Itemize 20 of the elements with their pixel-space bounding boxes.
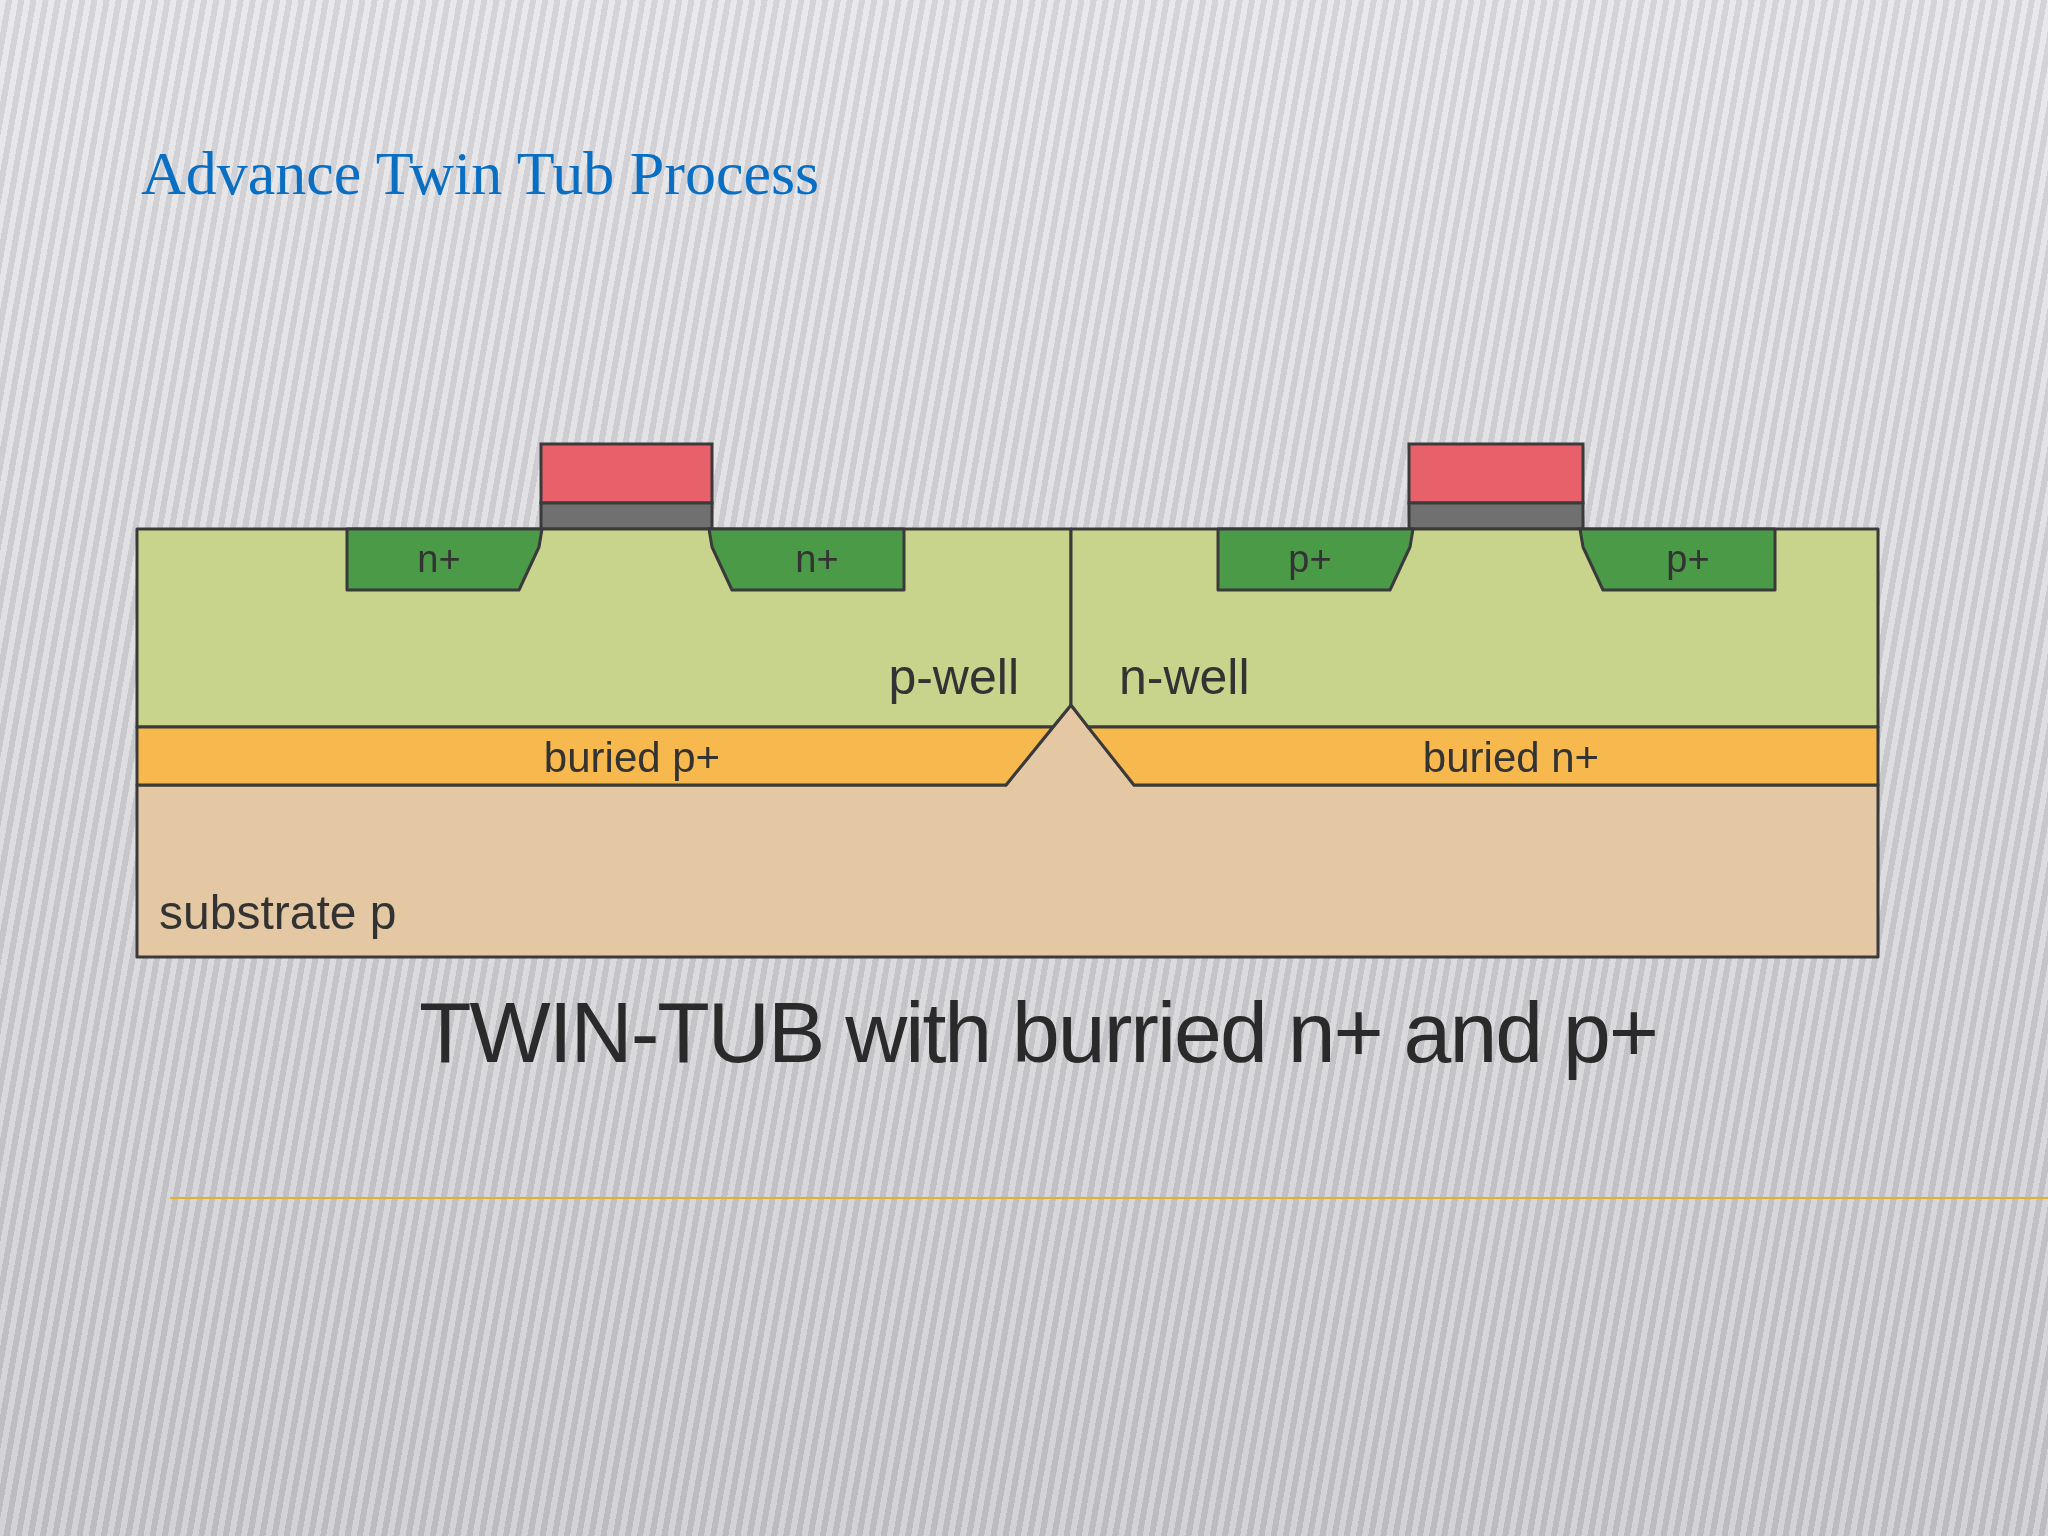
figure-caption: TWIN-TUB with burried n+ and p+ <box>419 982 1657 1082</box>
region-label: buried p+ <box>543 737 721 779</box>
p-plus-region <box>1580 529 1775 590</box>
slide-title: Advance Twin Tub Process <box>141 138 820 209</box>
region-label: n+ <box>417 540 461 578</box>
region-label: p-well <box>888 652 1019 702</box>
n-plus-region <box>709 529 904 590</box>
substrate-region <box>137 705 1878 957</box>
p-plus-region <box>1218 529 1413 590</box>
n-plus-region <box>347 529 542 590</box>
p-well-region <box>137 529 1071 727</box>
region-label: n+ <box>795 540 839 578</box>
region-label: p+ <box>1666 540 1710 578</box>
buried-layer <box>1088 727 1878 785</box>
region-label: substrate p <box>159 889 397 937</box>
region-label: p+ <box>1288 540 1332 578</box>
region-label: buried n+ <box>1422 737 1600 779</box>
region-label: n-well <box>1119 652 1250 702</box>
buried-layer <box>137 727 1053 785</box>
n-well-region <box>1071 529 1878 727</box>
